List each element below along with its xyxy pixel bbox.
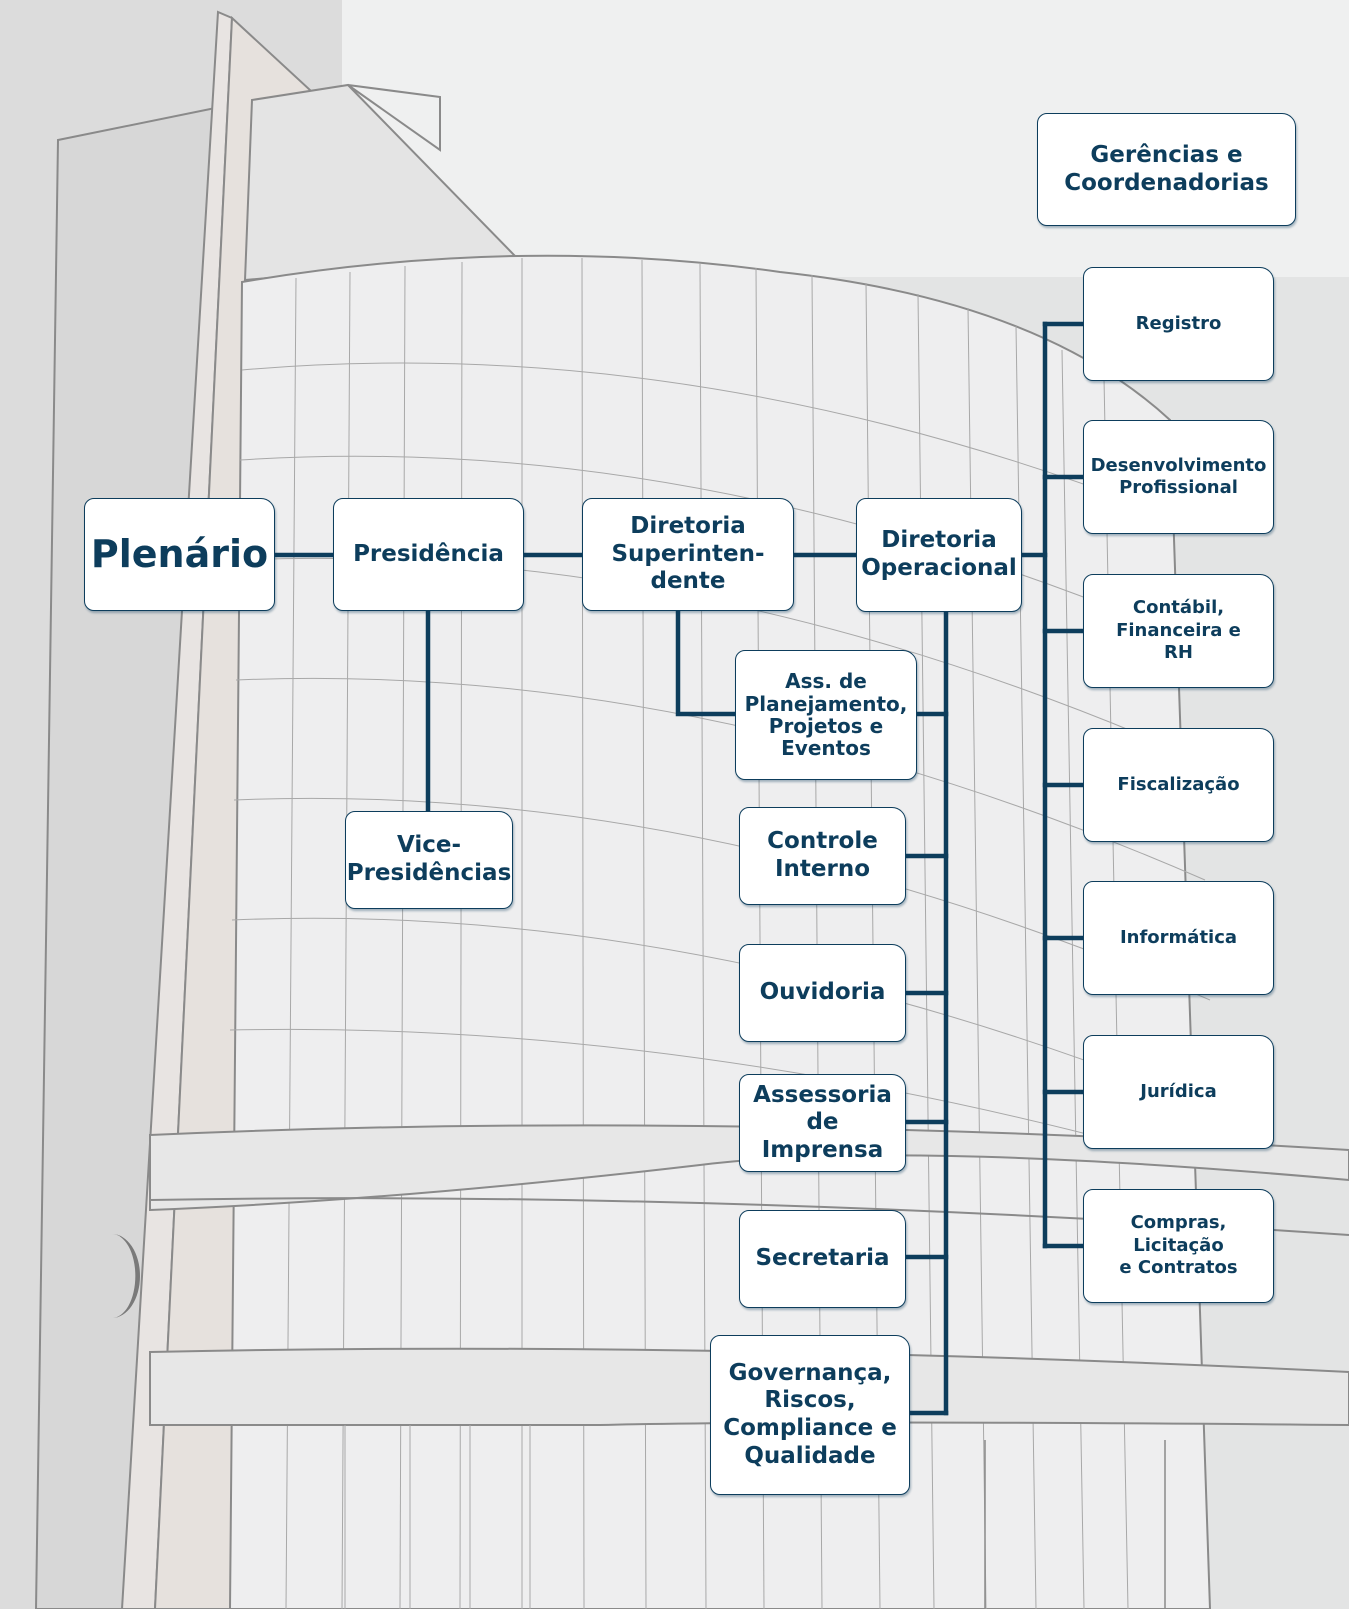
vice-presidencias-label: Vice- Presidências: [346, 832, 512, 886]
gerencia-desenvolvimento-node: Desenvolvimento Profissional: [1083, 420, 1274, 534]
controle-interno-node: Controle Interno: [739, 807, 906, 905]
gerencia-fiscalizacao-node: Fiscalização: [1083, 728, 1274, 842]
gerencia-contabil-node: Contábil, Financeira e RH: [1083, 574, 1274, 688]
diretoria-operacional-label: Diretoria Operacional: [861, 527, 1017, 581]
gerencia-juridica-node: Jurídica: [1083, 1035, 1274, 1149]
diretoria-superintendente-node: Diretoria Superinten- dente: [582, 498, 794, 611]
gerencia-fiscalizacao-label: Fiscalização: [1117, 773, 1240, 795]
gerencia-desenvolvimento-label: Desenvolvimento Profissional: [1090, 454, 1267, 499]
gerencia-contabil-label: Contábil, Financeira e RH: [1116, 597, 1241, 664]
diretoria-operacional-node: Diretoria Operacional: [856, 498, 1022, 612]
diretoria-superintendente-label: Diretoria Superinten- dente: [611, 513, 765, 595]
assessoria-imprensa-node: Assessoria de Imprensa: [739, 1074, 906, 1172]
gerencia-registro-node: Registro: [1083, 267, 1274, 381]
gerencia-informatica-node: Informática: [1083, 881, 1274, 995]
assessoria-imprensa-label: Assessoria de Imprensa: [753, 1081, 892, 1163]
vice-presidencias-node: Vice- Presidências: [345, 811, 513, 909]
presidencia-label: Presidência: [353, 540, 504, 567]
ouvidoria-node: Ouvidoria: [739, 944, 906, 1042]
gerencia-juridica-label: Jurídica: [1140, 1080, 1217, 1102]
gerencias-header-title: Gerências e Coordenadorias: [1064, 141, 1269, 196]
plenario-node: Plenário: [84, 498, 275, 611]
secretaria-label: Secretaria: [755, 1245, 890, 1272]
controle-interno-label: Controle Interno: [767, 828, 878, 882]
ass-planejamento-label: Ass. de Planejamento, Projetos e Eventos: [744, 669, 908, 761]
gerencia-registro-label: Registro: [1135, 312, 1222, 334]
presidencia-node: Presidência: [333, 498, 524, 611]
gerencia-compras-node: Compras, Licitação e Contratos: [1083, 1189, 1274, 1303]
ass-planejamento-node: Ass. de Planejamento, Projetos e Eventos: [735, 650, 917, 780]
governanca-node: Governança, Riscos, Compliance e Qualida…: [710, 1335, 910, 1495]
ouvidoria-label: Ouvidoria: [759, 979, 886, 1006]
connector-superintendente-ass-planejamento: [675, 607, 738, 717]
secretaria-node: Secretaria: [739, 1210, 906, 1308]
plenario-label: Plenário: [90, 532, 269, 577]
governanca-label: Governança, Riscos, Compliance e Qualida…: [723, 1359, 897, 1469]
gerencias-header: Gerências e Coordenadorias: [1037, 113, 1296, 226]
gerencia-compras-label: Compras, Licitação e Contratos: [1119, 1212, 1238, 1279]
gerencia-informatica-label: Informática: [1119, 926, 1238, 948]
